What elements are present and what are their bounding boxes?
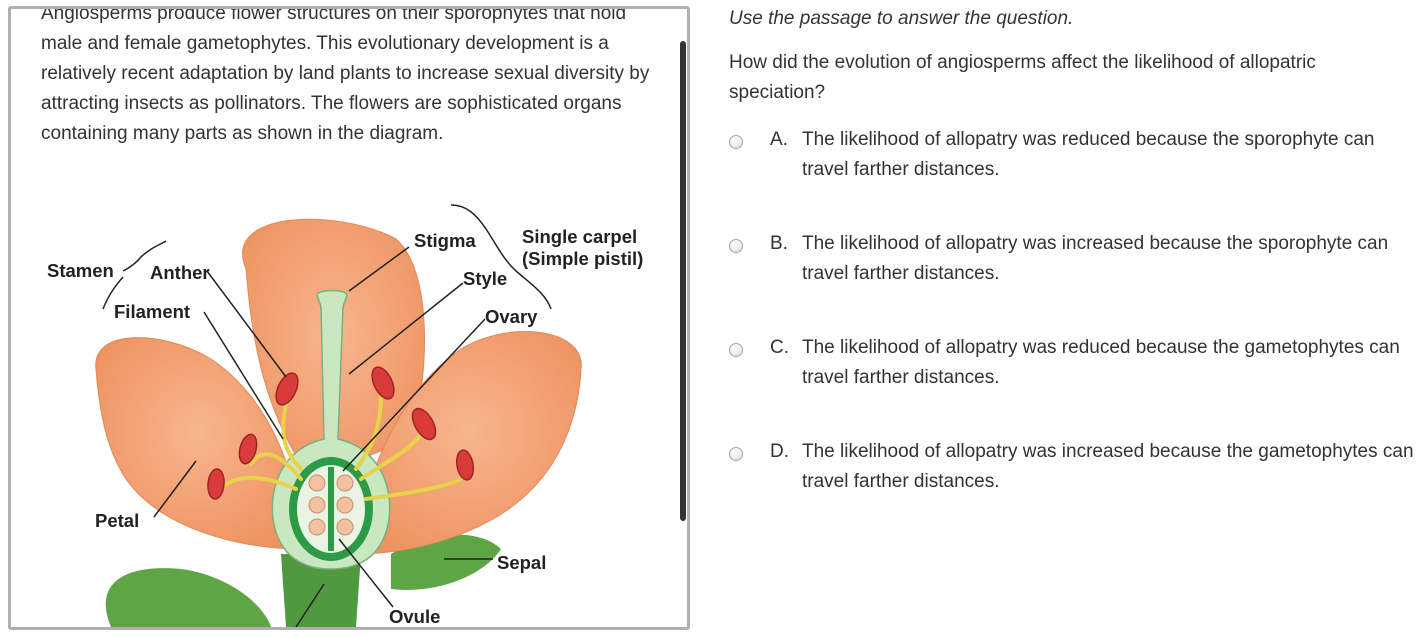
choice-letter: A. [770, 129, 788, 150]
carpel-label-line2: (Simple pistil) [522, 248, 643, 269]
radio-button-d[interactable] [729, 447, 743, 461]
style-label: Style [463, 268, 507, 289]
stigma-label: Stigma [414, 230, 476, 251]
sepal-shapes [105, 534, 501, 627]
passage-text: Angiosperms produce flower structures on… [41, 6, 650, 144]
choice-text: The likelihood of allopatry was reduced … [802, 129, 1375, 180]
passage-panel[interactable]: Angiosperms produce flower structures on… [8, 6, 690, 630]
question-instructions: Use the passage to answer the question. [729, 8, 1074, 29]
sepal-label: Sepal [497, 552, 546, 573]
radio-button-c[interactable] [729, 343, 743, 357]
choice-letter: B. [770, 233, 788, 254]
pistil-shapes [271, 289, 391, 570]
anther-shapes [207, 366, 475, 500]
ovary-label: Ovary [485, 306, 538, 327]
flower-diagram: Stamen Anther Filament Stigma Style Ovar… [47, 204, 643, 627]
question-prompt: How did the evolution of angiosperms aff… [729, 52, 1316, 103]
choice-letter: C. [770, 337, 789, 358]
leader-lines [102, 204, 552, 627]
anther-label: Anther [150, 262, 210, 283]
choice-text: The likelihood of allopatry was reduced … [802, 337, 1400, 388]
choice-text: The likelihood of allopatry was increase… [802, 441, 1414, 492]
choice-text: The likelihood of allopatry was increase… [802, 233, 1389, 284]
carpel-label-line1: Single carpel [522, 226, 637, 247]
stamen-label: Stamen [47, 260, 114, 281]
choice-letter: D. [770, 441, 789, 462]
radio-button-a[interactable] [729, 135, 743, 149]
filament-label: Filament [114, 301, 190, 322]
petal-label: Petal [95, 510, 139, 531]
scrollbar-thumb[interactable] [680, 41, 686, 521]
ovule-label: Ovule [389, 606, 440, 627]
radio-button-b[interactable] [729, 239, 743, 253]
